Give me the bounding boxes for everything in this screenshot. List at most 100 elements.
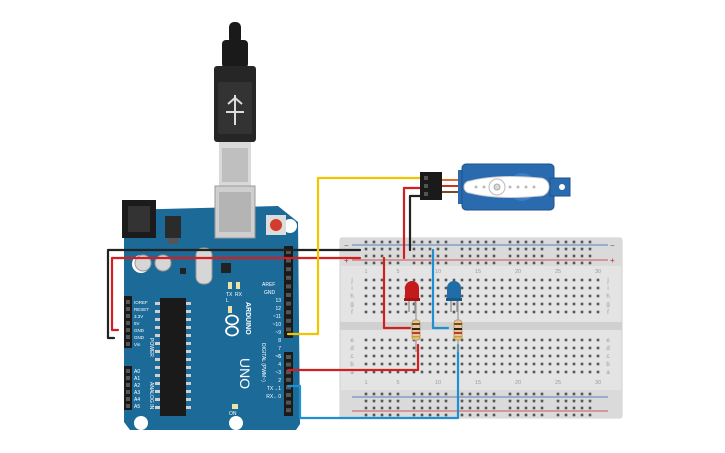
breadboard-hole[interactable] <box>476 310 480 314</box>
breadboard-hole[interactable] <box>412 278 416 282</box>
breadboard-hole[interactable] <box>428 370 432 374</box>
breadboard-hole[interactable] <box>596 302 600 306</box>
breadboard-hole[interactable] <box>540 302 544 306</box>
wire-servo-power[interactable] <box>402 186 428 260</box>
breadboard-hole[interactable] <box>452 362 456 366</box>
breadboard-hole[interactable] <box>436 261 440 265</box>
breadboard-hole[interactable] <box>372 240 376 244</box>
breadboard-hole[interactable] <box>396 413 400 417</box>
breadboard-hole[interactable] <box>380 392 384 396</box>
breadboard-hole[interactable] <box>468 354 472 358</box>
breadboard-hole[interactable] <box>396 302 400 306</box>
breadboard-hole[interactable] <box>556 254 560 258</box>
breadboard-hole[interactable] <box>588 346 592 350</box>
breadboard-hole[interactable] <box>460 346 464 350</box>
breadboard-hole[interactable] <box>516 294 520 298</box>
breadboard-hole[interactable] <box>580 399 584 403</box>
breadboard-hole[interactable] <box>524 294 528 298</box>
breadboard-hole[interactable] <box>540 278 544 282</box>
breadboard-hole[interactable] <box>476 362 480 366</box>
breadboard-hole[interactable] <box>532 362 536 366</box>
header-pin[interactable] <box>126 397 130 401</box>
breadboard-hole[interactable] <box>372 406 376 410</box>
breadboard-hole[interactable] <box>524 413 528 417</box>
breadboard-hole[interactable] <box>492 406 496 410</box>
breadboard-hole[interactable] <box>484 254 488 258</box>
breadboard-hole[interactable] <box>436 370 440 374</box>
breadboard-hole[interactable] <box>428 286 432 290</box>
breadboard-hole[interactable] <box>420 413 424 417</box>
breadboard-hole[interactable] <box>516 247 520 251</box>
breadboard-hole[interactable] <box>388 392 392 396</box>
breadboard-hole[interactable] <box>412 240 416 244</box>
breadboard-hole[interactable] <box>540 399 544 403</box>
breadboard-hole[interactable] <box>508 406 512 410</box>
servo-motor[interactable] <box>420 163 571 211</box>
breadboard-hole[interactable] <box>396 399 400 403</box>
breadboard-hole[interactable] <box>564 399 568 403</box>
breadboard-hole[interactable] <box>388 247 392 251</box>
breadboard-hole[interactable] <box>572 261 576 265</box>
breadboard-hole[interactable] <box>404 354 408 358</box>
breadboard-hole[interactable] <box>476 346 480 350</box>
breadboard-hole[interactable] <box>412 254 416 258</box>
breadboard-hole[interactable] <box>564 370 568 374</box>
breadboard-hole[interactable] <box>468 254 472 258</box>
breadboard-hole[interactable] <box>588 240 592 244</box>
breadboard-hole[interactable] <box>492 338 496 342</box>
breadboard-hole[interactable] <box>436 240 440 244</box>
breadboard-hole[interactable] <box>380 362 384 366</box>
breadboard-hole[interactable] <box>596 362 600 366</box>
breadboard-hole[interactable] <box>588 294 592 298</box>
breadboard-hole[interactable] <box>476 294 480 298</box>
breadboard-hole[interactable] <box>380 254 384 258</box>
header-pin[interactable] <box>286 318 291 323</box>
breadboard-hole[interactable] <box>588 362 592 366</box>
breadboard-hole[interactable] <box>372 294 376 298</box>
breadboard-hole[interactable] <box>580 261 584 265</box>
breadboard-hole[interactable] <box>420 254 424 258</box>
breadboard-hole[interactable] <box>396 278 400 282</box>
breadboard-hole[interactable] <box>372 254 376 258</box>
breadboard-hole[interactable] <box>588 338 592 342</box>
header-pin[interactable] <box>126 376 130 380</box>
breadboard-hole[interactable] <box>492 310 496 314</box>
breadboard-hole[interactable] <box>524 261 528 265</box>
breadboard-hole[interactable] <box>484 247 488 251</box>
breadboard-hole[interactable] <box>508 354 512 358</box>
breadboard-hole[interactable] <box>468 261 472 265</box>
breadboard-hole[interactable] <box>484 338 488 342</box>
breadboard-hole[interactable] <box>476 240 480 244</box>
breadboard-hole[interactable] <box>364 413 368 417</box>
breadboard-hole[interactable] <box>556 302 560 306</box>
breadboard-hole[interactable] <box>396 261 400 265</box>
breadboard-hole[interactable] <box>372 346 376 350</box>
breadboard-hole[interactable] <box>572 362 576 366</box>
breadboard-hole[interactable] <box>412 362 416 366</box>
header-pin[interactable] <box>126 307 130 311</box>
breadboard-hole[interactable] <box>436 254 440 258</box>
breadboard-hole[interactable] <box>380 294 384 298</box>
breadboard-hole[interactable] <box>428 240 432 244</box>
breadboard-hole[interactable] <box>412 346 416 350</box>
breadboard-hole[interactable] <box>532 370 536 374</box>
breadboard-hole[interactable] <box>508 254 512 258</box>
breadboard-hole[interactable] <box>492 370 496 374</box>
breadboard-hole[interactable] <box>580 346 584 350</box>
breadboard-hole[interactable] <box>556 247 560 251</box>
breadboard-hole[interactable] <box>412 247 416 251</box>
breadboard-hole[interactable] <box>364 254 368 258</box>
breadboard-hole[interactable] <box>364 286 368 290</box>
breadboard-hole[interactable] <box>396 392 400 396</box>
breadboard-hole[interactable] <box>364 346 368 350</box>
breadboard-hole[interactable] <box>476 278 480 282</box>
header-pin[interactable] <box>286 293 291 297</box>
breadboard-hole[interactable] <box>516 261 520 265</box>
breadboard-hole[interactable] <box>564 240 568 244</box>
breadboard-hole[interactable] <box>404 338 408 342</box>
breadboard-hole[interactable] <box>556 399 560 403</box>
breadboard-hole[interactable] <box>452 370 456 374</box>
breadboard-hole[interactable] <box>524 354 528 358</box>
wire-gnd[interactable] <box>106 248 362 340</box>
breadboard-hole[interactable] <box>420 302 424 306</box>
